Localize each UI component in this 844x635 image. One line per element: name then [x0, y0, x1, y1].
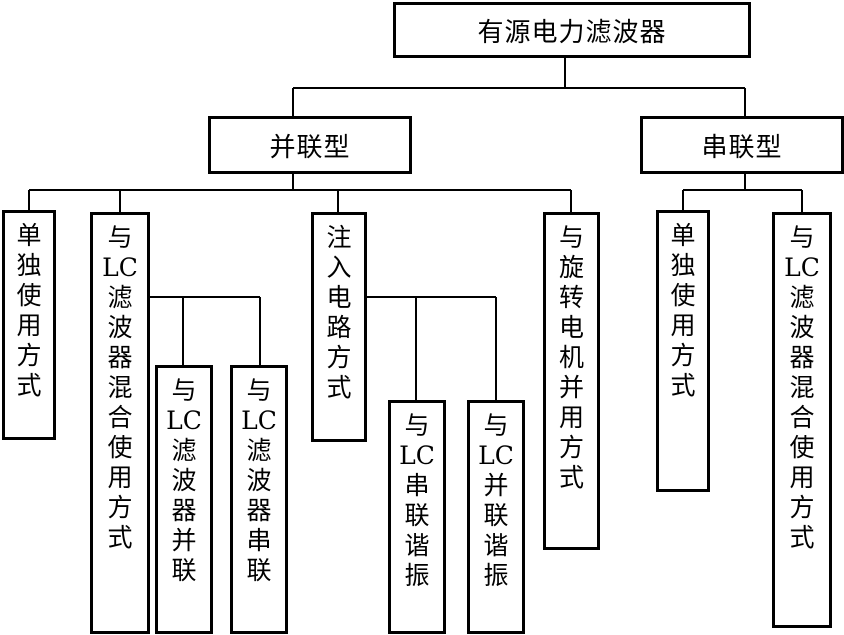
injection-circuit-label: 注入电路方式: [326, 223, 352, 402]
parallel-standalone-label: 单独使用方式: [16, 221, 42, 400]
rotating-machine-node: 与旋转电机并用方式: [543, 212, 600, 550]
series-standalone-node: 单独使用方式: [656, 210, 710, 492]
injection-circuit-node: 注入电路方式: [311, 212, 367, 442]
series-type-label: 串联型: [701, 132, 783, 163]
series-standalone-label: 单独使用方式: [670, 221, 696, 400]
parallel-type-node: 并联型: [208, 116, 412, 174]
rotating-machine-label: 与旋转电机并用方式: [558, 223, 584, 492]
root-label: 有源电力滤波器: [477, 17, 667, 48]
series-type-node: 串联型: [640, 116, 844, 174]
root-node: 有源电力滤波器: [393, 2, 751, 58]
parallel-type-label: 并联型: [269, 132, 351, 163]
parallel-standalone-node: 单独使用方式: [2, 210, 56, 440]
